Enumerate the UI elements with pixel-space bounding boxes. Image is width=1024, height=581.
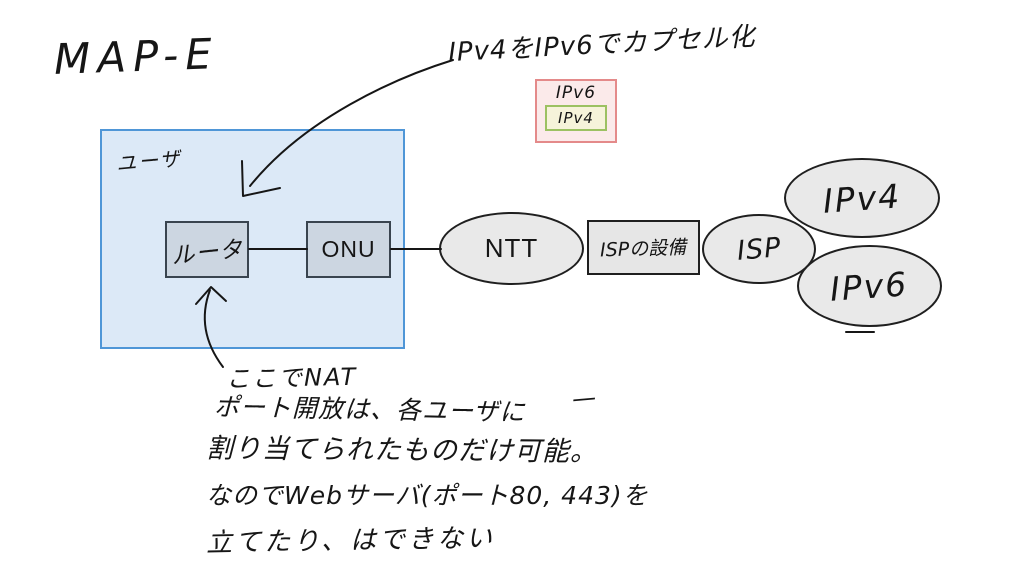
ntt-label: NTT [484,233,539,263]
ipv4-network-label: IPv4 [821,175,903,221]
isp-label: ISP [735,231,783,267]
user-area-label: ユーザ [115,146,183,176]
note-port-open-line1: ポート開放は、各ユーザに [213,392,526,427]
isp-equipment-label: ISPの設備 [600,236,687,262]
ipv6-packet-label: IPv6 [555,83,597,103]
onu-node: ONU [306,221,391,278]
ipv4-packet-box: IPv4 [545,105,607,131]
stray-dash-mark: — [570,383,598,413]
note-webserver-line2: 立てたり、はできない [205,523,496,559]
isp-equipment-node: ISPの設備 [587,220,700,275]
ipv4-packet-label: IPv4 [558,109,594,127]
ipv6-network-label: IPv6 [829,263,910,309]
onu-label: ONU [321,236,376,262]
encapsulation-caption: IPv4をIPv6でカプセル化 [447,21,757,69]
ipv6-packet-box: IPv6 IPv4 [535,79,617,143]
isp-node: ISP [702,214,816,284]
ntt-node: NTT [439,212,584,285]
router-label: ルータ [170,235,245,270]
diagram-title: MAP-E [53,29,220,84]
note-webserver-line1: なのでWebサーバ(ポート80, 443)を [206,481,649,510]
router-node: ルータ [165,221,249,278]
ipv4-network-node: IPv4 [784,158,940,238]
ipv6-network-node: IPv6 [797,245,942,327]
note-port-open-line2: 割り当てられたものだけ可能。 [205,433,599,468]
